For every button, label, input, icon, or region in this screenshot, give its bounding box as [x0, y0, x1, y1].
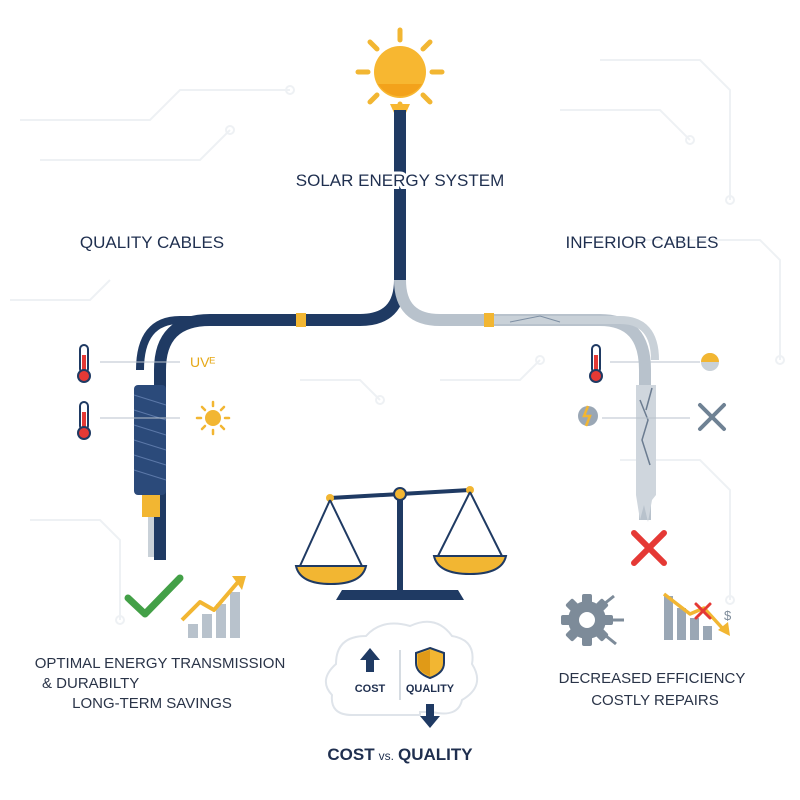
damage-icon — [578, 405, 598, 427]
circuit-background — [10, 59, 785, 625]
quality-cable-sleeve — [133, 385, 167, 557]
caption-quality: QUALITY — [398, 745, 473, 764]
thermometer-icon — [77, 344, 91, 383]
thermometer-icon — [589, 344, 603, 383]
arrow-down-icon — [420, 704, 440, 728]
drawback-line-1: DECREASED EFFICIENCY — [559, 670, 746, 687]
arrow-up-icon — [360, 648, 380, 672]
benefit-line-3: LONG-TERM SAVINGS — [72, 695, 232, 712]
shield-icon — [415, 646, 445, 680]
red-x-icon — [631, 530, 667, 566]
drawback-line-2: COSTLY REPAIRS — [591, 692, 719, 709]
cost-label: COST — [355, 683, 386, 695]
gear-icon — [561, 594, 624, 646]
benefit-line-2: & DURABILTY — [42, 675, 139, 692]
quality-label: QUALITY — [406, 683, 455, 695]
cost-quality-cloud — [325, 620, 479, 716]
declining-chart-icon: $ — [662, 592, 732, 640]
quality-cables-heading: QUALITY CABLES — [80, 233, 224, 252]
inferior-cables-heading: INFERIOR CABLES — [565, 233, 718, 252]
thermometer-icon — [77, 401, 91, 440]
caption-cost: COST — [327, 745, 375, 764]
check-icon — [124, 574, 184, 618]
cost-vs-quality-caption: COST vs. QUALITY — [327, 745, 473, 764]
cracked-cable-icon — [509, 315, 656, 522]
scale-icon — [294, 486, 508, 600]
cable-connector — [296, 313, 306, 327]
cable-connector-right — [484, 313, 494, 327]
caption-vs: vs. — [379, 749, 394, 763]
quality-cable-strand — [136, 316, 300, 371]
x-icon — [698, 403, 726, 431]
growth-chart-icon — [180, 576, 246, 638]
uv-label: UVᴱ — [190, 354, 215, 370]
inferior-cable-strand — [490, 316, 659, 361]
small-sun-icon — [195, 400, 231, 436]
benefit-line-1: OPTIMAL ENERGY TRANSMISSION — [35, 655, 286, 672]
system-title: SOLAR ENERGY SYSTEM — [296, 171, 504, 190]
half-sun-icon — [701, 353, 719, 371]
dollar-label: $ — [724, 608, 732, 623]
